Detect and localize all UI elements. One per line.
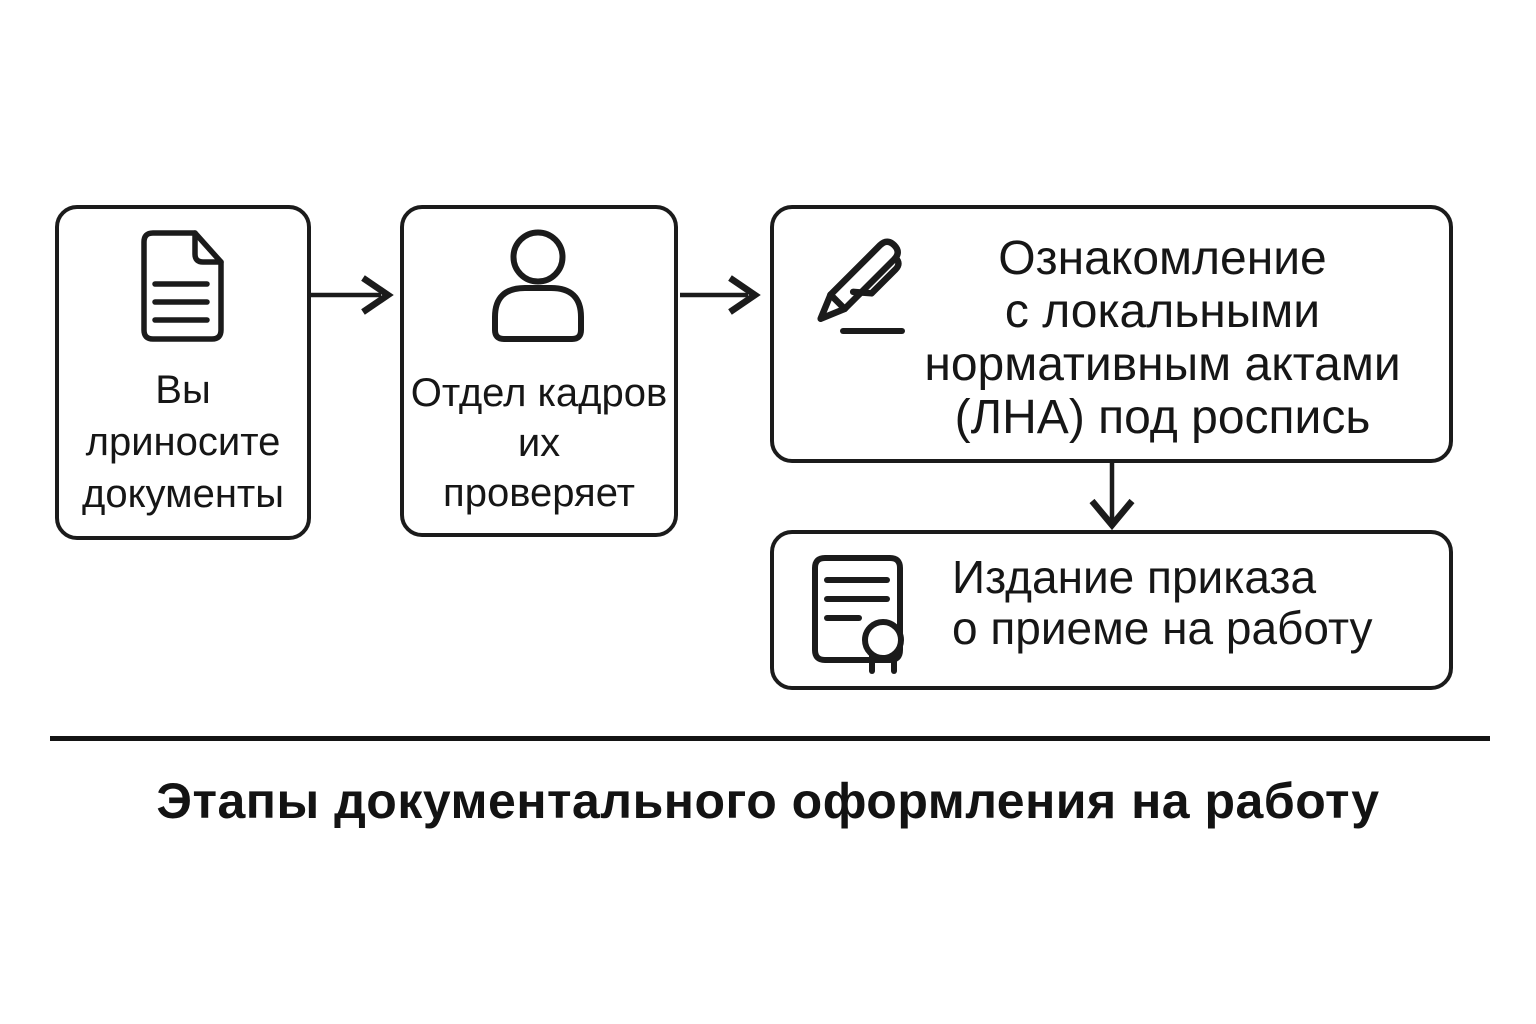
step-label-line: Отдел кадров xyxy=(410,371,668,415)
step-label-line: документы xyxy=(82,472,284,516)
pen-signature-icon xyxy=(795,227,917,349)
step-label-line: проверяет xyxy=(443,471,635,515)
arrow-down-icon xyxy=(1084,463,1140,531)
step-label-line: с локальными xyxy=(1004,285,1321,338)
document-icon xyxy=(137,229,225,343)
step-label-line: Вы xyxy=(155,368,211,412)
step-label-lna-familiarization: Ознакомление с локальными нормативным ак… xyxy=(905,232,1420,444)
step-label-employment-order: Издание приказа о приеме на работу xyxy=(952,552,1432,654)
arrow-right-icon xyxy=(678,270,768,320)
person-icon xyxy=(492,229,584,343)
horizontal-divider xyxy=(50,736,1490,741)
step-label-line: о приеме на работу xyxy=(952,602,1373,654)
certificate-icon xyxy=(806,550,906,676)
step-label-line: лриносите xyxy=(85,420,281,464)
step-box-bring-documents xyxy=(55,205,311,540)
step-label-bring-documents: Вы лриносите документы xyxy=(55,364,311,520)
step-box-hr-checks xyxy=(400,205,678,537)
step-label-hr-checks: Отдел кадров их проверяет xyxy=(400,368,678,518)
step-label-line: (ЛНА) под роспись xyxy=(954,391,1371,444)
step-box-lna-familiarization xyxy=(770,205,1453,463)
step-label-line: их xyxy=(517,421,561,465)
step-label-line: нормативным актами xyxy=(924,338,1401,391)
step-label-line: Ознакомление xyxy=(998,232,1327,285)
step-label-line: Издание приказа xyxy=(952,551,1317,603)
diagram-caption: Этапы документального оформления на рабо… xyxy=(156,773,1380,829)
arrow-right-icon xyxy=(311,270,401,320)
